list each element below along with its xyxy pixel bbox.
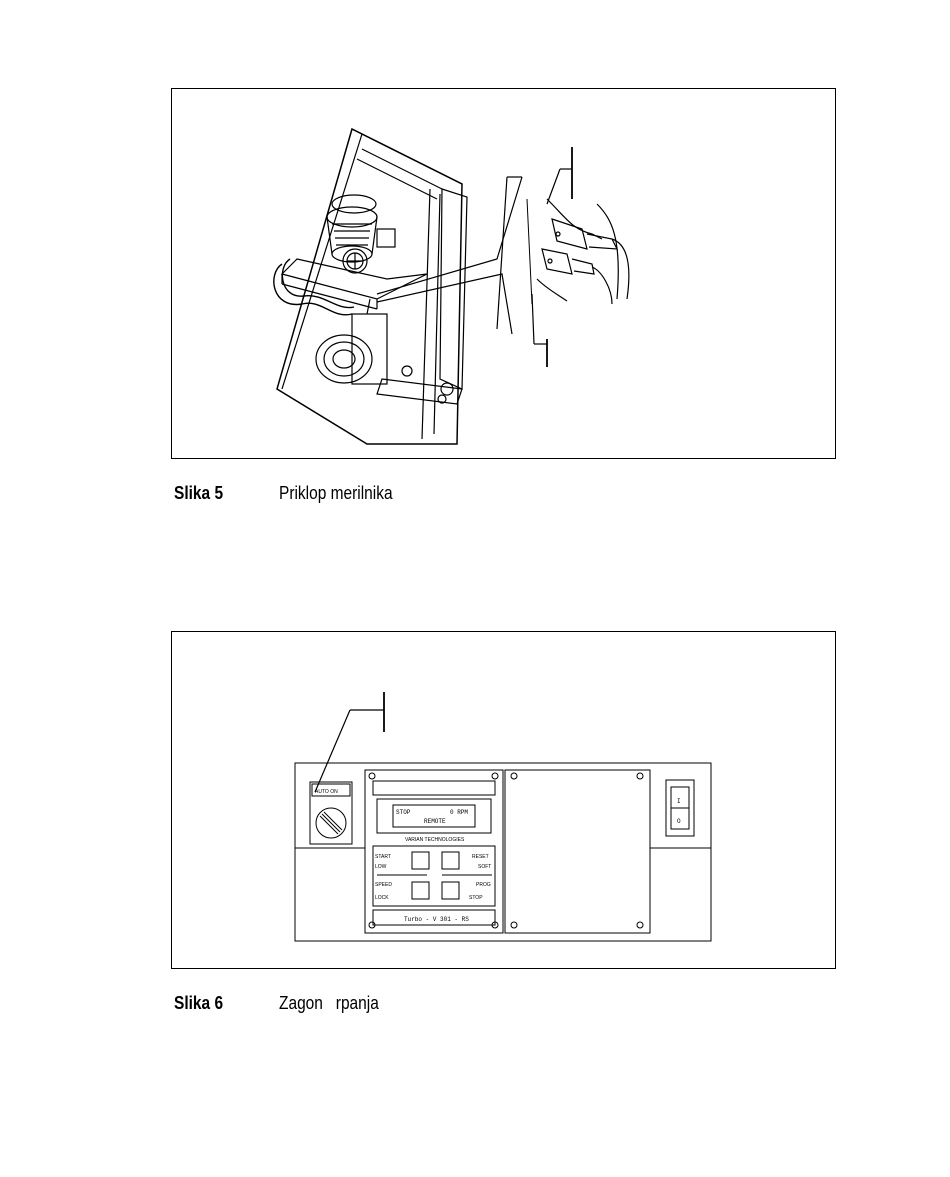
key-label-right-3: PROG: [476, 882, 491, 888]
key-label-right-4: STOP: [469, 895, 483, 901]
display-line2: REMOTE: [424, 818, 446, 825]
figure-5-frame: [171, 88, 836, 459]
brand-label: VARIAN TECHNOLOGIES: [405, 837, 465, 843]
power-switch-off: O: [677, 818, 681, 825]
display-line1-right: 0 RPM: [450, 809, 468, 816]
power-switch-on: I: [677, 798, 681, 805]
controller-panel-illustration: AUTO ON STOP 0 RPM REMOTE VARIAN TECHNOL…: [172, 632, 837, 970]
power-switch-label: AUTO ON: [315, 789, 338, 795]
gauge-connection-illustration: [172, 89, 837, 460]
figure-5-label: Slika 5: [174, 483, 223, 504]
key-label-right-1: RESET: [472, 854, 489, 860]
key-label-left-2: LOW: [375, 864, 387, 870]
key-label-left-3: SPEED: [375, 882, 392, 888]
key-label-left-1: START: [375, 854, 391, 860]
key-label-left-4: LOCK: [375, 895, 389, 901]
display-line1: STOP: [396, 809, 411, 816]
key-label-right-2: SOFT: [478, 864, 491, 870]
figure-6-caption: Zagon rpanja: [279, 993, 379, 1014]
figure-6-label: Slika 6: [174, 993, 223, 1014]
figure-5-caption: Priklop merilnika: [279, 483, 393, 504]
model-label: Turbo - V 301 - RS: [404, 916, 469, 923]
figure-6-frame: AUTO ON STOP 0 RPM REMOTE VARIAN TECHNOL…: [171, 631, 836, 969]
